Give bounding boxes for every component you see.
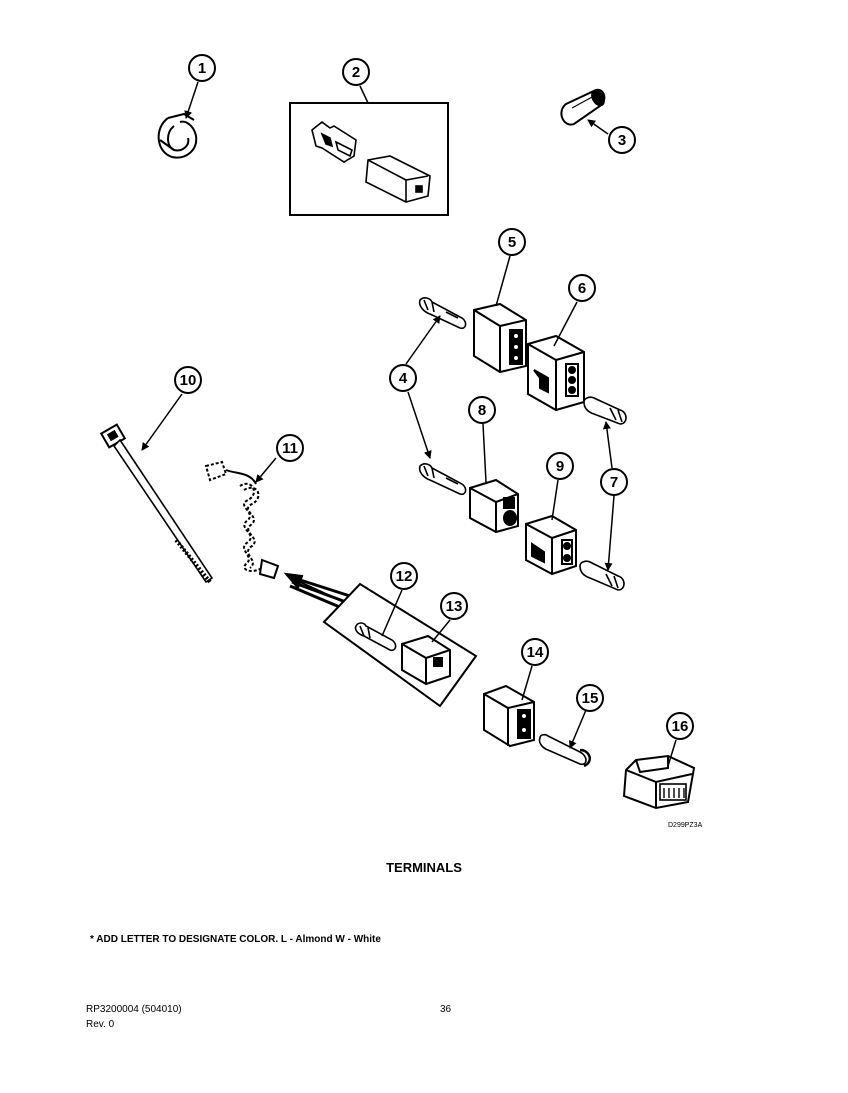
callout-9: 9 xyxy=(546,452,574,480)
part-1-clamp xyxy=(157,112,198,159)
svg-text:11: 11 xyxy=(282,440,298,457)
svg-text:5: 5 xyxy=(508,234,516,251)
part-5-housing xyxy=(473,302,527,374)
big-arrow xyxy=(283,572,351,610)
part-14-housing xyxy=(483,684,535,748)
color-note: * ADD LETTER TO DESIGNATE COLOR. L - Alm… xyxy=(90,934,381,945)
part-3-splice xyxy=(560,88,606,126)
svg-text:2: 2 xyxy=(352,64,360,81)
part-16-housing xyxy=(622,754,696,810)
part-12-13-panel xyxy=(322,582,478,708)
svg-text:15: 15 xyxy=(582,690,599,707)
svg-text:3: 3 xyxy=(618,132,626,149)
part-10-cable-tie xyxy=(99,423,214,584)
drawing-code: D299PZ3A xyxy=(668,822,703,829)
callout-15: 15 xyxy=(576,684,604,712)
callout-1: 1 xyxy=(188,54,216,82)
part-15-pin xyxy=(538,733,591,768)
callout-2: 2 xyxy=(342,58,370,86)
callout-7: 7 xyxy=(600,468,628,496)
callout-8: 8 xyxy=(468,396,496,424)
svg-text:8: 8 xyxy=(478,402,486,419)
part-2-terminal-kit xyxy=(289,102,449,216)
svg-text:9: 9 xyxy=(556,458,564,475)
part-7-pin-terminal xyxy=(579,560,625,591)
part-8-housing xyxy=(469,478,519,534)
callout-6: 6 xyxy=(568,274,596,302)
callout-4: 4 xyxy=(389,364,417,392)
svg-text:1: 1 xyxy=(198,60,206,77)
revision: Rev. 0 xyxy=(86,1019,115,1030)
svg-text:12: 12 xyxy=(396,568,413,585)
svg-text:10: 10 xyxy=(180,372,197,389)
part-11-wire-harness xyxy=(204,460,280,580)
callout-16: 16 xyxy=(666,712,694,740)
part-9-housing xyxy=(525,514,577,576)
page-number: 36 xyxy=(440,1004,452,1015)
callout-13: 13 xyxy=(440,592,468,620)
callout-5: 5 xyxy=(498,228,526,256)
part-4-pin-terminal xyxy=(418,463,467,496)
callout-12: 12 xyxy=(390,562,418,590)
callout-10: 10 xyxy=(174,366,202,394)
callout-14: 14 xyxy=(521,638,549,666)
part-7-pin-terminal xyxy=(583,396,627,425)
document-number: RP3200004 (504010) xyxy=(86,1004,182,1015)
svg-text:4: 4 xyxy=(399,370,408,387)
svg-text:6: 6 xyxy=(578,280,586,297)
svg-text:14: 14 xyxy=(527,644,544,661)
page-title: TERMINALS xyxy=(386,860,462,875)
svg-text:16: 16 xyxy=(672,718,689,735)
callout-11: 11 xyxy=(276,434,304,462)
callout-3: 3 xyxy=(608,126,636,154)
part-4-pin-terminal xyxy=(418,297,467,330)
svg-text:13: 13 xyxy=(446,598,463,615)
svg-text:7: 7 xyxy=(610,474,618,491)
part-6-housing xyxy=(527,334,585,412)
